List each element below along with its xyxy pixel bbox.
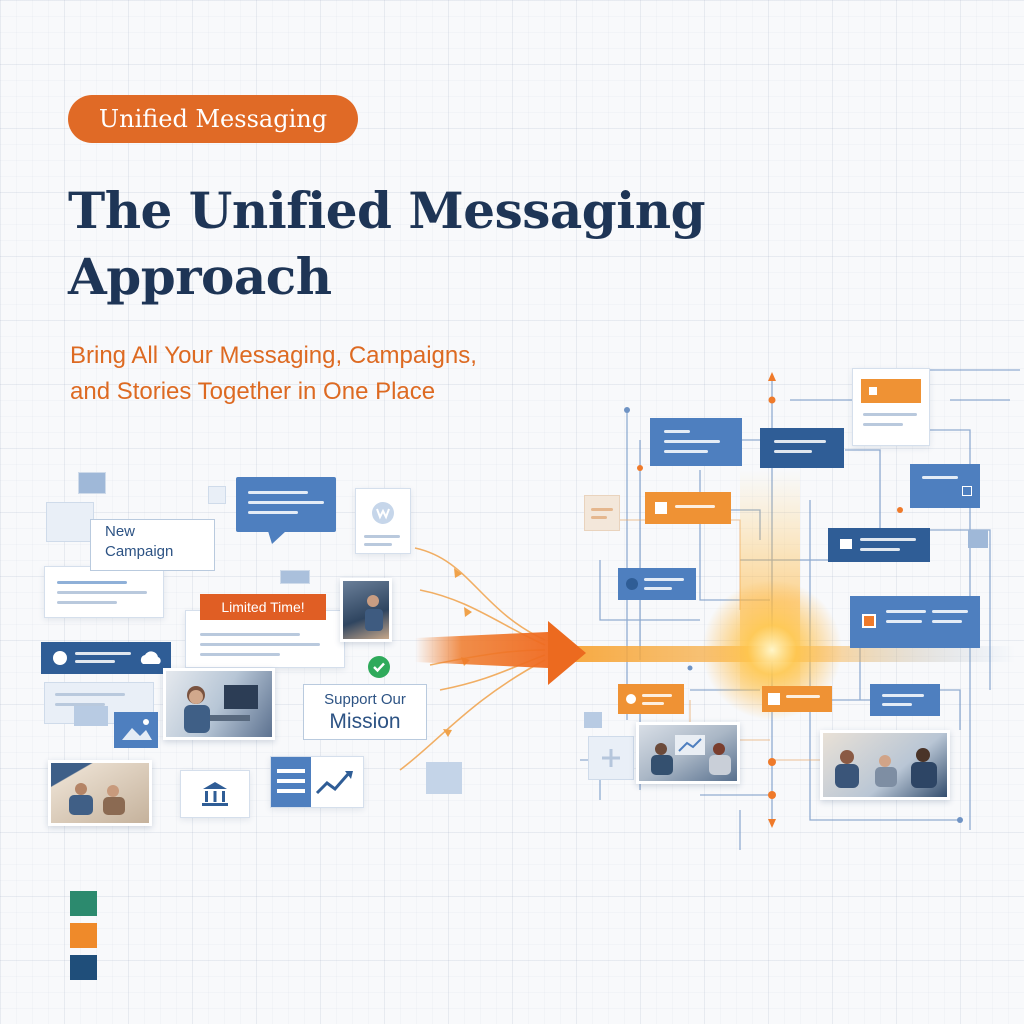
deco-square [208, 486, 226, 504]
hub-glow [702, 580, 842, 720]
photo-icon [340, 578, 392, 642]
cloud-icon [140, 651, 161, 664]
message-strip-card [41, 642, 171, 674]
swatch-orange [70, 923, 97, 948]
page-title: The Unified Messaging Approach [68, 178, 788, 310]
page-title-line1: The Unified Messaging [68, 181, 706, 240]
emblem-icon [372, 502, 394, 524]
support-mission-line1: Support Our [324, 691, 406, 708]
deco-card [46, 502, 94, 542]
support-mission-line2: Mission [329, 710, 401, 733]
category-badge: Unified Messaging [68, 95, 358, 143]
image-thumb-card [114, 712, 158, 748]
category-badge-label: Unified Messaging [98, 105, 328, 133]
image-icon [122, 719, 152, 740]
new-campaign-line2: Campaign [105, 543, 174, 560]
new-campaign-line1: New [105, 523, 136, 540]
checkmark-icon [368, 656, 390, 678]
chat-bubble-card [236, 477, 336, 532]
support-mission-card: Support Our Mission [303, 684, 427, 740]
message-card [762, 686, 832, 712]
plus-icon [602, 749, 620, 767]
photo-icon [636, 722, 740, 784]
swatch-teal [70, 891, 97, 916]
message-card [760, 428, 844, 468]
connector-dots-blue [624, 407, 963, 823]
page-subtitle-line1: Bring All Your Messaging, Campaigns, [70, 342, 477, 369]
photo-icon [820, 730, 950, 800]
message-card [44, 566, 164, 618]
alert-card [852, 368, 930, 446]
limited-time-label: Limited Time! [221, 599, 305, 615]
deco-square [280, 570, 310, 584]
photo-icon [163, 668, 275, 740]
page-title-line2: Approach [68, 247, 332, 306]
message-card [870, 684, 940, 716]
message-card [650, 418, 742, 466]
limited-time-tag: Limited Time! [200, 594, 326, 620]
message-card [645, 492, 731, 524]
arrow-right-icon [548, 621, 586, 685]
photo-icon [48, 760, 152, 826]
deco-card [584, 495, 620, 531]
trend-chart-icon [315, 771, 353, 795]
message-card [618, 568, 696, 600]
page-subtitle: Bring All Your Messaging, Campaigns, and… [70, 338, 690, 410]
bank-icon [202, 782, 228, 806]
institution-card [180, 770, 250, 818]
analytics-card [270, 756, 364, 808]
deco-square [78, 472, 106, 494]
deco-square [584, 712, 602, 728]
message-card [910, 464, 980, 508]
message-card [850, 596, 980, 648]
new-campaign-card: New Campaign [90, 519, 215, 571]
message-card [828, 528, 930, 562]
page-subtitle-line2: and Stories Together in One Place [70, 378, 436, 405]
deco-square [968, 530, 988, 548]
deco-square [74, 706, 108, 726]
logo-card [355, 488, 411, 554]
chat-bubble-tail [268, 531, 286, 544]
swatch-navy [70, 955, 97, 980]
deco-square [426, 762, 462, 794]
message-card [618, 684, 684, 714]
add-card [588, 736, 634, 780]
